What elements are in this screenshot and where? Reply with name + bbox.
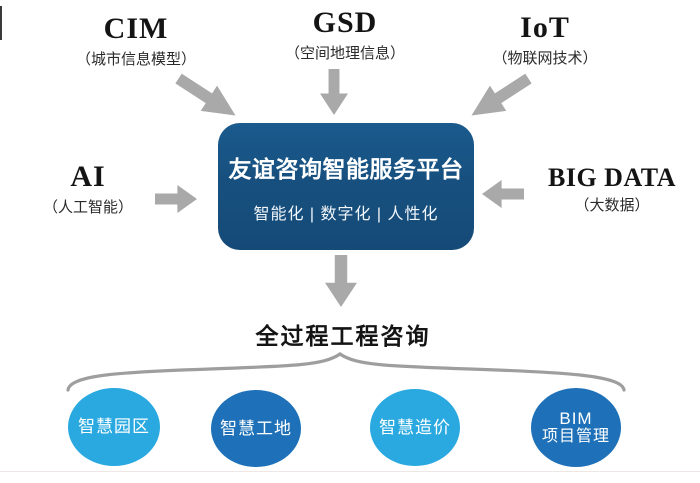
arrow-ai-to-platform-icon — [155, 185, 197, 213]
platform-title: 友谊咨询智能服务平台 — [228, 155, 464, 182]
left-edge-artifact — [0, 6, 2, 40]
iot-abbr: IoT — [520, 11, 570, 44]
label-iot: IoT （物联网技术） — [447, 12, 643, 68]
label-gsd: GSD （空间地理信息） — [247, 7, 443, 63]
service-label: 智慧造价 — [379, 417, 451, 437]
label-ai: AI （人工智能） — [10, 161, 166, 217]
service-circle-smart-park: 智慧园区 — [68, 388, 160, 466]
service-circle-bim-pm: BIM 项目管理 — [531, 388, 621, 467]
bottom-divider-line — [0, 471, 700, 472]
bigdata-abbr: BIG DATA — [548, 163, 676, 192]
arrow-iot-to-platform-icon — [471, 73, 532, 116]
process-title: 全过程工程咨询 — [255, 323, 431, 349]
arrow-gsd-to-platform-icon — [320, 69, 348, 115]
cim-fullname: （城市信息模型） — [75, 50, 196, 68]
ai-abbr: AI — [70, 160, 106, 193]
ai-fullname: （人工智能） — [42, 198, 133, 216]
label-cim: CIM （城市信息模型） — [38, 13, 234, 69]
gsd-abbr: GSD — [312, 6, 378, 39]
service-label: 智慧工地 — [220, 418, 292, 438]
gsd-fullname: （空间地理信息） — [284, 44, 405, 62]
curly-brace-icon — [66, 352, 626, 392]
service-label-line2: 项目管理 — [541, 428, 610, 446]
arrow-platform-to-process-icon — [325, 255, 357, 307]
service-label-line1: BIM — [559, 408, 593, 428]
platform-subtitle: 智能化 | 数字化 | 人性化 — [253, 205, 439, 223]
cim-abbr: CIM — [103, 12, 169, 45]
iot-fullname: （物联网技术） — [492, 49, 598, 67]
bigdata-fullname: （大数据） — [574, 197, 650, 215]
service-circle-smart-site: 智慧工地 — [211, 390, 301, 467]
arrow-cim-to-platform-icon — [175, 73, 236, 116]
label-bigdata: BIG DATA （大数据） — [512, 164, 700, 215]
service-label: 智慧园区 — [78, 417, 150, 437]
service-circle-smart-cost: 智慧造价 — [370, 389, 460, 466]
platform-box: 友谊咨询智能服务平台 智能化 | 数字化 | 人性化 — [218, 123, 474, 250]
arrow-bigdata-to-platform-icon — [482, 180, 524, 208]
